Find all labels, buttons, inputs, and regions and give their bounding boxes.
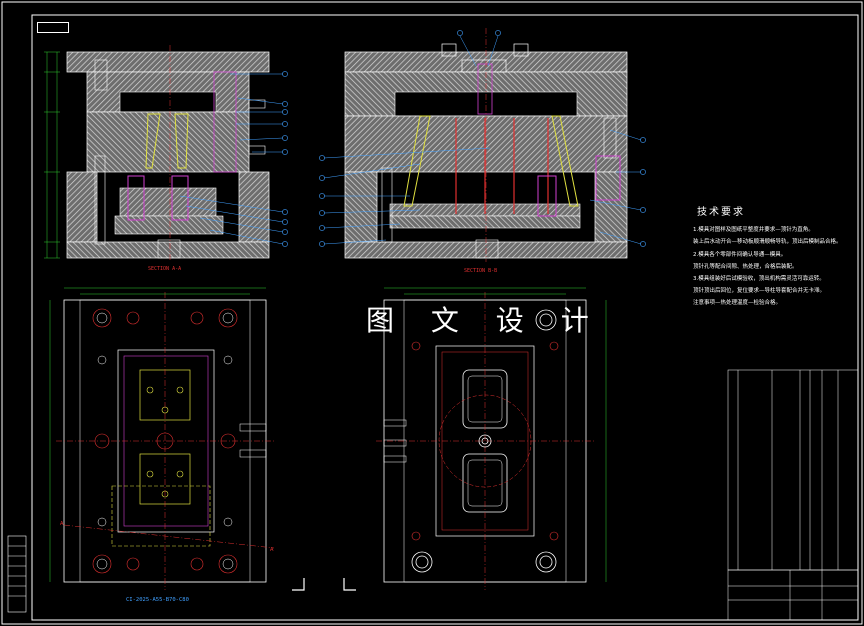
- svg-text:A: A: [60, 521, 64, 527]
- section-b-label: SECTION B-B: [464, 268, 497, 274]
- view-corner-marks: [292, 578, 356, 591]
- title-block: [727, 569, 859, 621]
- tech-requirement-line: 1.模具对图样及图纸平整度并要求—顶针为直角。: [693, 227, 814, 233]
- cavity-side-plan-view: [376, 287, 607, 590]
- watermark-text: 图 文 设 计: [366, 304, 603, 337]
- tech-requirement-line: 顶针孔等配合间隙、热处理，合格后装配。: [693, 264, 798, 270]
- left-binding-strip: [7, 535, 27, 613]
- inner-border: [31, 14, 859, 621]
- tech-requirement-line: 2.模具各个零部件间确认导通—模具。: [693, 252, 787, 258]
- tech-requirement-line: 注意事项—热处理温度—检验合格。: [693, 300, 782, 306]
- moldbase-spec: CI-2025-A55-B70-C80: [126, 597, 189, 603]
- section-b-view: [319, 28, 646, 262]
- tech-requirement-line: 3.模具组装好后试模验收，顶出机构需灵活可靠运转。: [693, 276, 825, 282]
- section-a-label: SECTION A-A: [148, 266, 181, 272]
- technical-requirements-title: 技术要求: [697, 207, 745, 218]
- parts-list-table: [727, 369, 859, 571]
- tech-requirement-line: 装上后水动开合—移动板顺滑顺畅导轨，顶出后模制品合格。: [693, 239, 842, 245]
- core-side-plan-view: AA: [49, 287, 275, 590]
- svg-text:A: A: [270, 547, 274, 553]
- frame-label: [37, 22, 69, 33]
- tech-requirement-line: 顶针顶出后回位，复位要求—导柱导套配合并无卡滞。: [693, 288, 826, 294]
- section-a-view: [44, 45, 288, 262]
